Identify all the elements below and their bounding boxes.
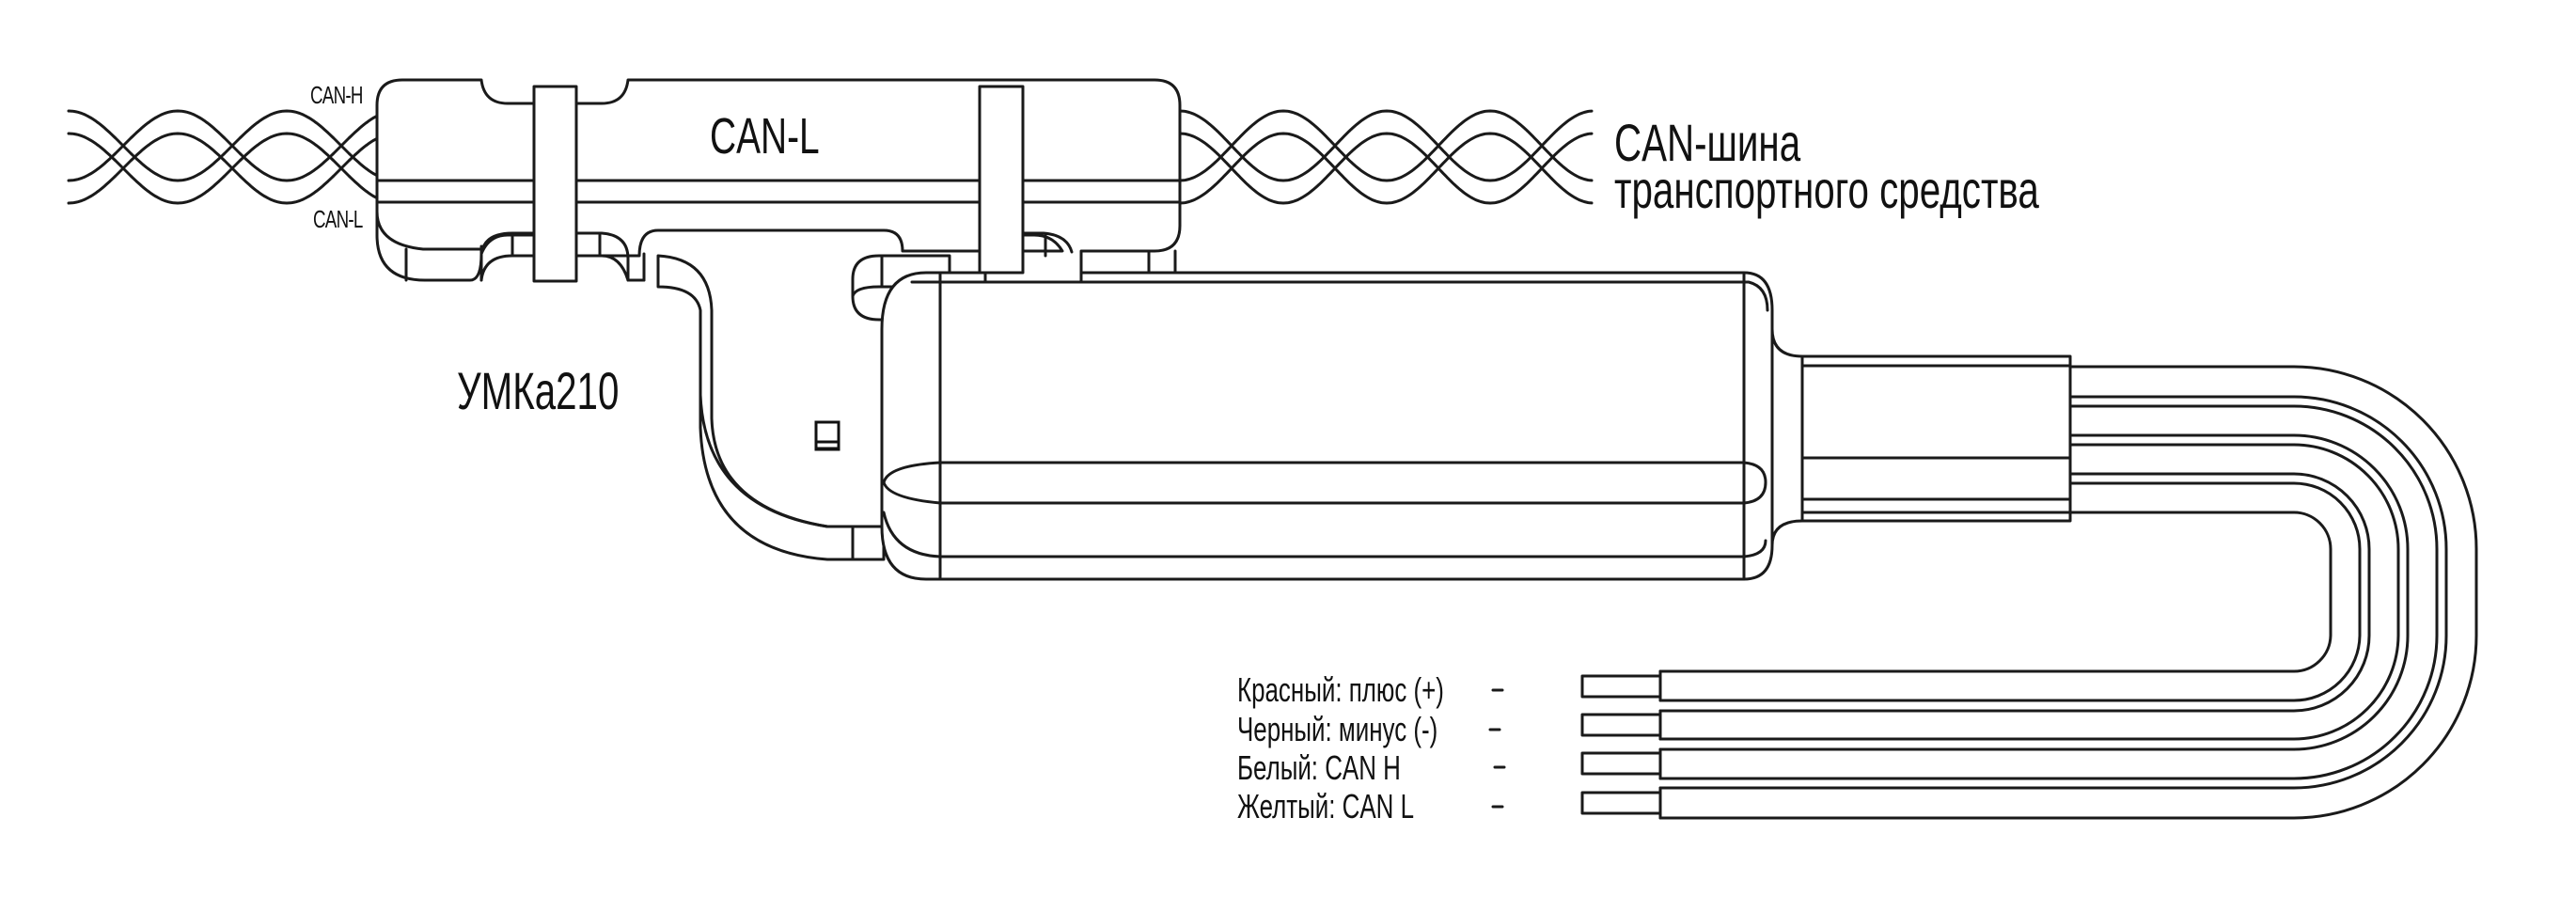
left-twisted-pair [67, 109, 379, 205]
wire-1-stripped-tip [1580, 674, 1662, 699]
clamp-right [978, 85, 1025, 275]
bus-label-line2: транспортного средства [1614, 160, 2039, 219]
right-strand-a-edge-0 [1178, 109, 1594, 182]
wire-4-inner [1658, 511, 2333, 673]
label-can-h-wire: CAN-H [310, 81, 363, 109]
left-strand-a-edge-1 [67, 132, 379, 205]
wire-1-outer [1658, 365, 2478, 820]
cable-sleeve [1770, 327, 2072, 547]
wire-2-stripped-tip [1580, 713, 1662, 737]
wire-3-outer [1658, 443, 2400, 741]
wire-1-inner [1658, 395, 2448, 790]
right-strand-a-edge-1 [1178, 132, 1594, 205]
device-title: УМКа210 [457, 361, 620, 420]
wire-3-stripped-tip [1580, 751, 1662, 776]
wire-2-outer [1658, 404, 2439, 780]
device-body [880, 271, 1774, 581]
legend-wire-red: Красный: плюс (+) [1237, 670, 1444, 709]
adapter-label: CAN-L [710, 108, 820, 165]
left-strand-b-edge-0 [67, 109, 379, 182]
right-strand-b-edge-1 [1178, 132, 1594, 205]
wire-4-stripped-tip [1580, 791, 1662, 815]
output-wire-harness [1580, 365, 2478, 820]
legend-wire-black: Черный: минус (-) [1237, 710, 1438, 748]
label-can-l-wire: CAN-L [313, 205, 363, 233]
wire-2-inner [1658, 433, 2410, 751]
legend-dashes [1488, 688, 1506, 809]
led-indicator-icon [814, 420, 840, 451]
clamp-left [532, 85, 578, 283]
wire-4-outer [1658, 481, 2362, 702]
left-strand-a-edge-0 [67, 109, 379, 182]
right-strand-b-edge-0 [1178, 109, 1594, 182]
wire-3-inner [1658, 472, 2371, 713]
right-twisted-pair [1178, 109, 1594, 205]
left-strand-b-edge-1 [67, 132, 379, 205]
legend-wire-white: Белый: CAN H [1237, 748, 1401, 787]
adapter-tail [656, 254, 886, 561]
bus-label-line1: CAN-шина [1614, 113, 1801, 172]
can-adapter [375, 78, 1182, 284]
legend-wire-yellow: Желтый: CAN L [1237, 787, 1415, 826]
